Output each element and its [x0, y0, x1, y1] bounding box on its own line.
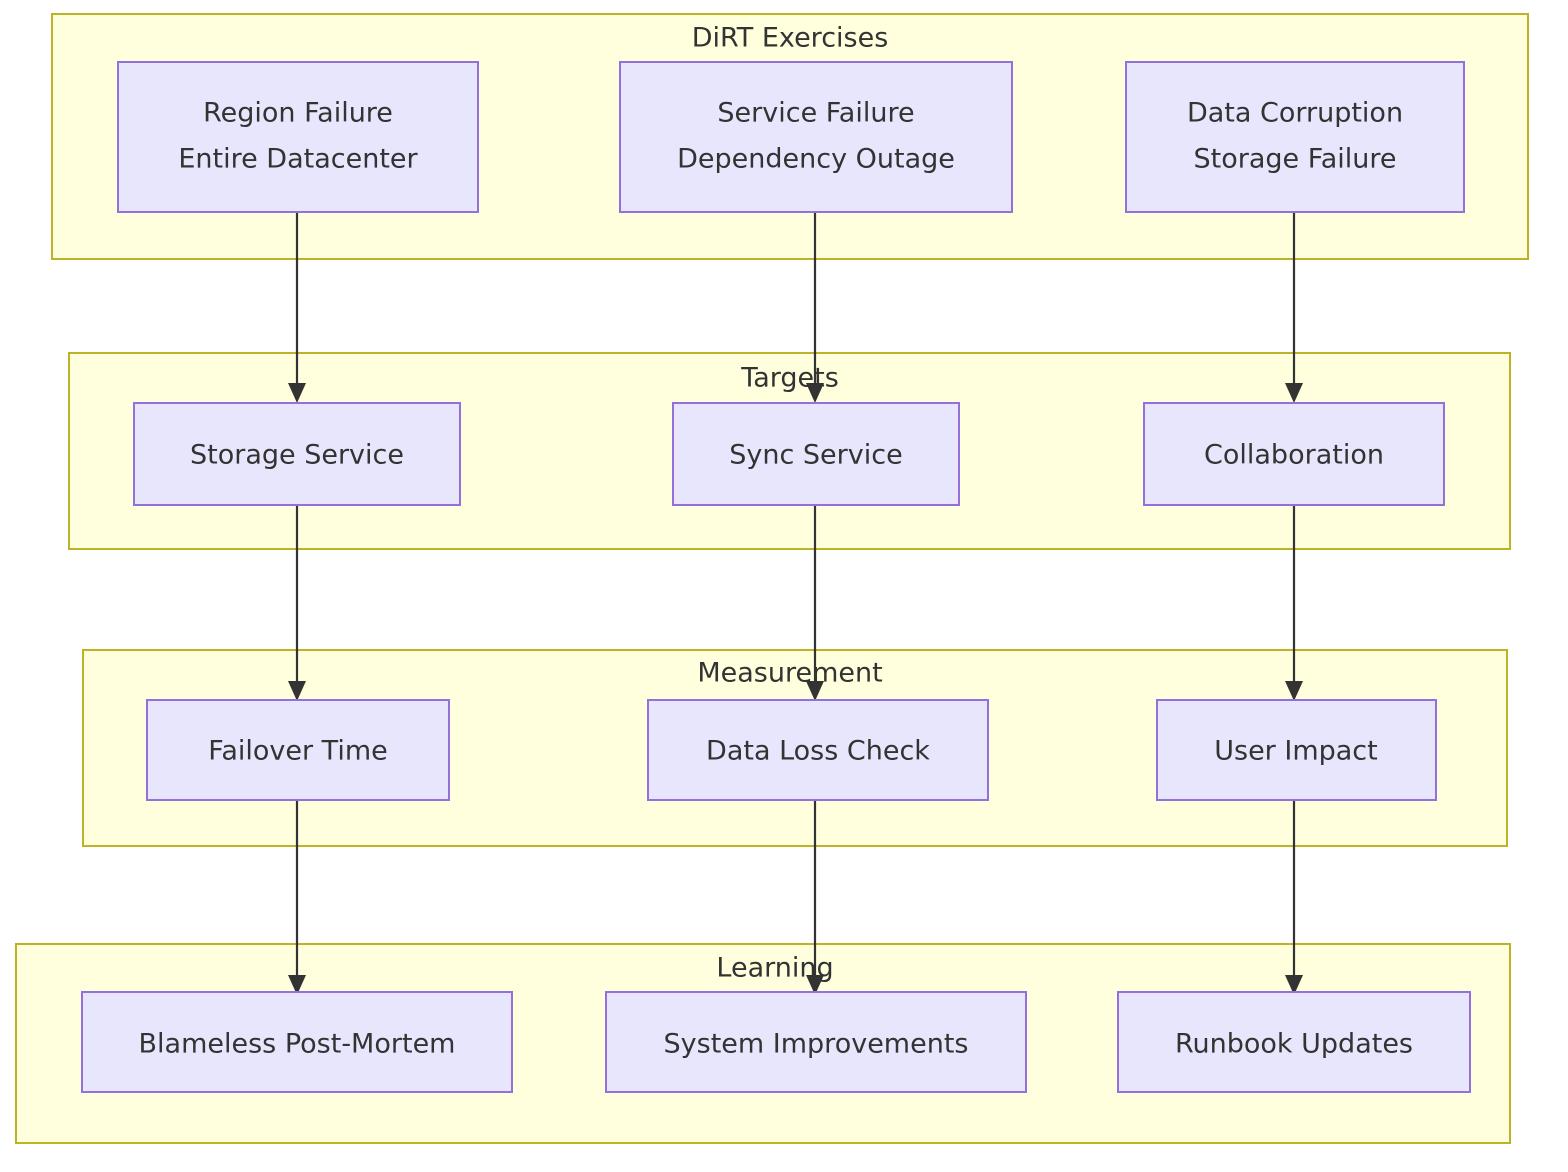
edge-collaboration-to-user-impact: [1285, 505, 1303, 701]
node-blameless-post-mortem[interactable]: Blameless Post-Mortem: [81, 991, 513, 1093]
node-region-failure-label-line1: Region Failure: [203, 98, 393, 129]
node-sync-service-label: Sync Service: [729, 440, 902, 471]
node-sync-service-rect[interactable]: [672, 402, 960, 506]
node-failover-time-label: Failover Time: [208, 736, 387, 767]
node-runbook-updates[interactable]: Runbook Updates: [1117, 991, 1471, 1093]
edge-group: [288, 212, 1303, 995]
node-system-improvements-label: System Improvements: [664, 1029, 969, 1060]
node-data-corruption[interactable]: Data Corruption Storage Failure: [1125, 61, 1465, 213]
node-storage-service[interactable]: Storage Service: [133, 402, 461, 506]
node-data-loss-check-rect[interactable]: [647, 699, 989, 801]
node-data-loss-check[interactable]: Data Loss Check: [647, 699, 989, 801]
cluster-dirt-exercises-title: DiRT Exercises: [692, 23, 889, 54]
node-sync-service[interactable]: Sync Service: [672, 402, 960, 506]
node-region-failure-rect[interactable]: [117, 61, 479, 213]
node-collaboration[interactable]: Collaboration: [1143, 402, 1445, 506]
node-service-failure-label-line2: Dependency Outage: [677, 144, 955, 175]
node-region-failure-label-line2: Entire Datacenter: [178, 144, 418, 175]
edge-user-impact-to-runbook-updates: [1285, 800, 1303, 995]
node-runbook-updates-label: Runbook Updates: [1175, 1029, 1413, 1060]
edge-sync-service-to-data-loss-check: [806, 505, 824, 701]
node-data-corruption-label-line2: Storage Failure: [1193, 144, 1396, 175]
node-collaboration-label: Collaboration: [1204, 440, 1384, 471]
node-data-corruption-label-line1: Data Corruption: [1187, 98, 1403, 129]
edge-data-corruption-to-collaboration: [1285, 212, 1303, 403]
edge-region-failure-to-storage-service: [288, 212, 306, 403]
node-data-corruption-rect[interactable]: [1125, 61, 1465, 213]
node-system-improvements-rect[interactable]: [605, 991, 1027, 1093]
node-user-impact-rect[interactable]: [1156, 699, 1437, 801]
node-storage-service-label: Storage Service: [190, 440, 404, 471]
node-data-loss-check-label: Data Loss Check: [706, 736, 930, 767]
node-failover-time-rect[interactable]: [146, 699, 450, 801]
node-failover-time[interactable]: Failover Time: [146, 699, 450, 801]
node-user-impact-label: User Impact: [1214, 736, 1378, 767]
node-blameless-post-mortem-label: Blameless Post-Mortem: [139, 1029, 456, 1060]
cluster-targets-title: Targets: [740, 363, 839, 394]
node-runbook-updates-rect[interactable]: [1117, 991, 1471, 1093]
edge-service-failure-to-sync-service: [806, 212, 824, 403]
edge-failover-time-to-blameless-post-mortem: [288, 800, 306, 995]
node-storage-service-rect[interactable]: [133, 402, 461, 506]
edge-data-loss-check-to-system-improvements: [806, 800, 824, 995]
cluster-measurement-title: Measurement: [697, 658, 882, 689]
node-service-failure[interactable]: Service Failure Dependency Outage: [619, 61, 1013, 213]
node-user-impact[interactable]: User Impact: [1156, 699, 1437, 801]
node-system-improvements[interactable]: System Improvements: [605, 991, 1027, 1093]
node-collaboration-rect[interactable]: [1143, 402, 1445, 506]
node-service-failure-rect[interactable]: [619, 61, 1013, 213]
node-service-failure-label-line1: Service Failure: [717, 98, 914, 129]
node-region-failure[interactable]: Region Failure Entire Datacenter: [117, 61, 479, 213]
edge-storage-service-to-failover-time: [288, 505, 306, 701]
node-blameless-post-mortem-rect[interactable]: [81, 991, 513, 1093]
